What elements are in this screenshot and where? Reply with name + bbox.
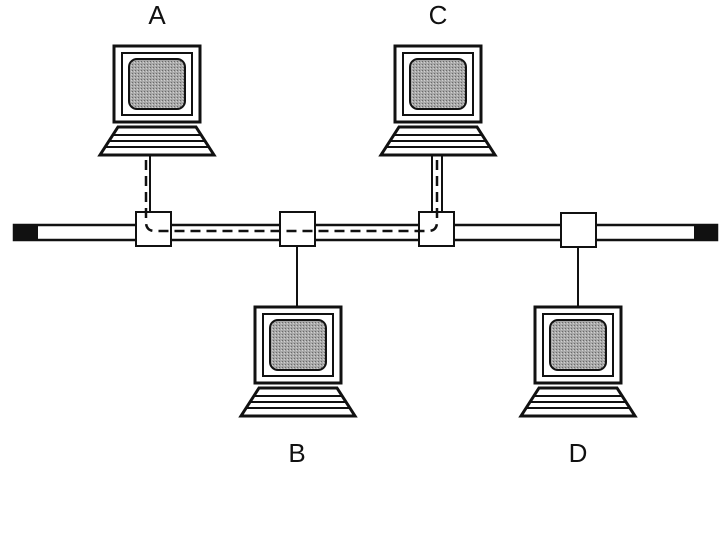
bus-tap-icon: [279, 211, 316, 247]
node-label-c: C: [428, 0, 448, 30]
bus-tap-icon: [135, 211, 172, 247]
bus-cable: [12, 223, 719, 242]
node-label-b: B: [288, 438, 306, 468]
computer-icon: [379, 44, 497, 157]
node-label-a: A: [148, 0, 166, 30]
computer-icon: [239, 305, 357, 418]
bus-terminator-icon: [14, 224, 38, 241]
signal-path: [144, 160, 439, 233]
node-label-d: D: [568, 438, 588, 468]
computer-icon: [98, 44, 216, 157]
bus-tap-icon: [560, 212, 597, 248]
computer-icon: [519, 305, 637, 418]
bus-terminator-icon: [694, 224, 718, 241]
drop-line-c: [431, 155, 443, 212]
